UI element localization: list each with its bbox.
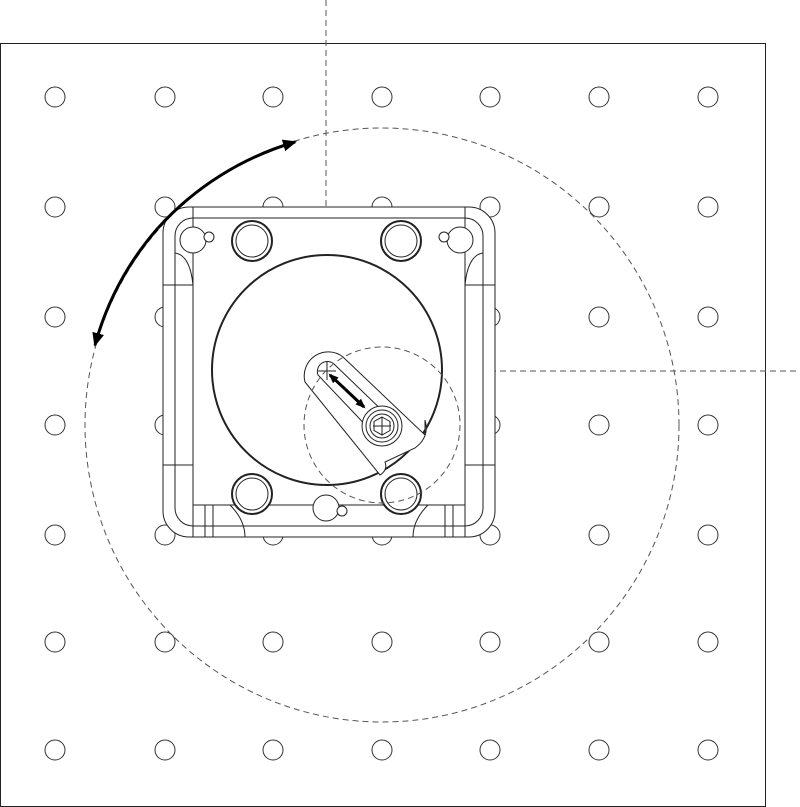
offset-circle — [303, 346, 461, 504]
plate-bolt-holes — [231, 220, 422, 515]
bolt-hole — [384, 477, 418, 511]
grid-hole — [154, 739, 176, 761]
grid-hole — [697, 414, 719, 436]
grid-hole — [44, 739, 66, 761]
bolt-hole — [380, 220, 422, 262]
grid-hole — [697, 196, 719, 218]
bolt-hole — [380, 473, 422, 515]
grid-hole — [479, 631, 501, 653]
grid-hole — [479, 739, 501, 761]
slot-adjustment-arrow — [343, 387, 366, 409]
grid-hole — [44, 86, 66, 108]
grid-hole — [588, 86, 610, 108]
grid-hole — [154, 196, 176, 218]
grid-holes — [44, 86, 719, 761]
grid-hole — [154, 631, 176, 653]
bolt-hole — [231, 220, 273, 262]
grid-hole — [479, 86, 501, 108]
slot-adjustment-arrow-back — [328, 373, 347, 391]
grid-hole — [371, 86, 393, 108]
grid-hole — [697, 86, 719, 108]
bolt-hole — [235, 477, 269, 511]
grid-hole — [697, 306, 719, 328]
grid-hole — [262, 739, 284, 761]
grid-hole — [262, 631, 284, 653]
bolt-hole — [231, 473, 273, 515]
grid-hole — [371, 739, 393, 761]
rotation-arrow — [156, 139, 297, 230]
bolt-hole — [235, 224, 269, 258]
grid-hole — [588, 414, 610, 436]
grid-hole — [154, 524, 176, 546]
grid-hole — [588, 631, 610, 653]
grid-hole — [44, 414, 66, 436]
grid-hole — [588, 524, 610, 546]
grid-hole — [44, 524, 66, 546]
rotation-radius-circle — [84, 127, 680, 723]
grid-hole — [371, 631, 393, 653]
grid-hole — [44, 306, 66, 328]
grid-hole — [44, 631, 66, 653]
grid-hole — [262, 86, 284, 108]
grid-hole — [588, 196, 610, 218]
grid-hole — [697, 524, 719, 546]
grid-hole — [588, 739, 610, 761]
grid-hole — [154, 86, 176, 108]
rotation-arrow-ccw — [92, 227, 160, 347]
grid-hole — [697, 739, 719, 761]
grid-hole — [44, 196, 66, 218]
grid-hole — [697, 631, 719, 653]
grid-hole — [588, 306, 610, 328]
rotary-disc — [211, 254, 443, 486]
bolt-hole — [384, 224, 418, 258]
